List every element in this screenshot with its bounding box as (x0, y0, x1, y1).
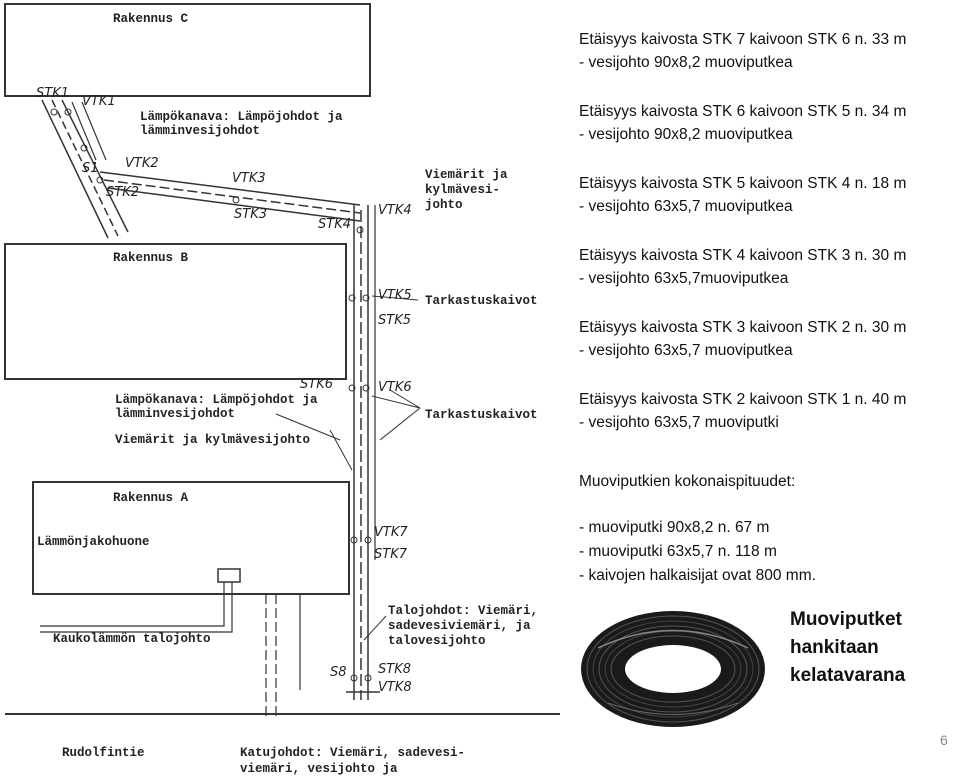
totals-heading: Muoviputkien kokonaispituudet: (579, 473, 796, 490)
upper-channel-lines (99, 171, 361, 222)
building-c-box (4, 3, 371, 97)
distance-pipe: - vesijohto 63x5,7 muoviputki (579, 414, 779, 431)
distance-list: Etäisyys kaivosta STK 7 kaivoon STK 6 n.… (579, 28, 960, 460)
leader-lines (275, 295, 421, 641)
service-lines (40, 582, 301, 720)
heat-channel-mid-label-2: lämminvesijohdot (115, 407, 235, 421)
diagonal-channel-lines (41, 99, 129, 239)
building-a-box (32, 481, 350, 595)
heat-channel-mid-label-1: Lämpökanava: Lämpöjohdot ja (115, 393, 318, 407)
house-lines-label-1: Talojohdot: Viemäri, (388, 604, 538, 618)
well-label-vtk2: VTK2 (125, 156, 159, 171)
distribution-room-box (217, 568, 241, 583)
totals-item-diameter: - kaivojen halkaisijat ovat 800 mm. (579, 567, 816, 584)
well-label-vtk6: VTK6 (378, 380, 412, 395)
building-a-label: Rakennus A (113, 491, 189, 505)
distance-title: Etäisyys kaivosta STK 6 kaivoon STK 5 n.… (579, 103, 907, 120)
note-line-1: Muoviputket (790, 609, 902, 630)
distance-pipe: - vesijohto 90x8,2 muoviputkea (579, 54, 793, 71)
well-label-stk7: STK7 (374, 547, 408, 562)
totals-section: Muoviputkien kokonaispituudet: - muovipu… (579, 470, 816, 588)
sewers-top-label-2: kylmävesi- (425, 183, 500, 197)
well-label-stk8: STK8 (378, 662, 411, 677)
district-heat-label: Kaukolämmön talojohto (53, 632, 211, 646)
inspection-wells-label-1: Tarkastuskaivot (425, 294, 538, 308)
well-label-vtk3: VTK3 (232, 171, 266, 186)
sewers-mid-label: Viemärit ja kylmävesijohto (115, 433, 310, 447)
main-vertical-lines (346, 205, 380, 700)
building-c-label: Rakennus C (113, 12, 189, 26)
well-label-stk1: STK1 (36, 86, 69, 101)
well-label-stk2: STK2 (106, 185, 139, 200)
distance-pipe: - vesijohto 63x5,7 muoviputkea (579, 342, 793, 359)
well-label-vtk5: VTK5 (378, 288, 412, 303)
inspection-wells-label-2: Tarkastuskaivot (425, 408, 538, 422)
note-line-3: kelatavarana (790, 665, 906, 686)
sewers-top-label-1: Viemärit ja (425, 168, 508, 182)
distance-title: Etäisyys kaivosta STK 4 kaivoon STK 3 n.… (579, 247, 907, 264)
heat-channel-top-label-2: lämminvesijohdot (140, 124, 260, 138)
building-b-label: Rakennus B (113, 251, 189, 265)
well-markers (50, 108, 372, 682)
well-label-s1: S1 (82, 161, 99, 176)
well-label-s8: S8 (330, 665, 347, 680)
pipe-coil-image (581, 611, 765, 727)
street-lines-label-2: viemäri, vesijohto ja (240, 762, 398, 776)
note-line-2: hankitaan (790, 637, 879, 658)
house-lines-label-3: talovesijohto (388, 634, 486, 648)
distance-item: Etäisyys kaivosta STK 7 kaivoon STK 6 n.… (579, 28, 960, 74)
distribution-room-label: Lämmönjakohuone (37, 535, 150, 549)
distance-title: Etäisyys kaivosta STK 7 kaivoon STK 6 n.… (579, 31, 907, 48)
well-label-vtk8: VTK8 (378, 680, 412, 695)
building-b-box (4, 243, 347, 380)
street-name-label: Rudolfintie (62, 746, 145, 760)
sewers-top-label-3: johto (425, 198, 463, 212)
well-label-stk3: STK3 (234, 207, 267, 222)
totals-item-63: - muoviputki 63x5,7 n. 118 m (579, 543, 777, 560)
distance-title: Etäisyys kaivosta STK 2 kaivoon STK 1 n.… (579, 391, 907, 408)
procurement-note: Muoviputket hankitaan kelatavarana (790, 606, 905, 690)
distance-title: Etäisyys kaivosta STK 5 kaivoon STK 4 n.… (579, 175, 907, 192)
well-label-vtk4: VTK4 (378, 203, 412, 218)
well-label-vtk1: VTK1 (82, 94, 116, 109)
distance-title: Etäisyys kaivosta STK 3 kaivoon STK 2 n.… (579, 319, 907, 336)
well-label-vtk7: VTK7 (374, 525, 408, 540)
street-lines-label-1: Katujohdot: Viemäri, sadevesi- (240, 746, 465, 760)
well-label-stk6: STK6 (300, 377, 333, 392)
well-label-stk4: STK4 (318, 217, 351, 232)
heat-channel-top-label-1: Lämpökanava: Lämpöjohdot ja (140, 110, 343, 124)
distance-pipe: - vesijohto 90x8,2 muoviputkea (579, 126, 793, 143)
totals-item-90: - muoviputki 90x8,2 n. 67 m (579, 519, 770, 536)
distance-item: Etäisyys kaivosta STK 5 kaivoon STK 4 n.… (579, 172, 960, 218)
distance-pipe: - vesijohto 63x5,7muoviputkea (579, 270, 789, 287)
well-label-stk5: STK5 (378, 313, 411, 328)
distance-item: Etäisyys kaivosta STK 2 kaivoon STK 1 n.… (579, 388, 960, 434)
distance-item: Etäisyys kaivosta STK 6 kaivoon STK 5 n.… (579, 100, 960, 146)
distance-item: Etäisyys kaivosta STK 3 kaivoon STK 2 n.… (579, 316, 960, 362)
pipe-layout-diagram: Rakennus C Lämpökanava: Lämpöjohdot ja l… (4, 3, 560, 776)
house-lines-label-2: sadevesiviemäri, ja (388, 619, 531, 633)
page-number: 6 (940, 732, 948, 748)
distance-item: Etäisyys kaivosta STK 4 kaivoon STK 3 n.… (579, 244, 960, 290)
distance-pipe: - vesijohto 63x5,7 muoviputkea (579, 198, 793, 215)
